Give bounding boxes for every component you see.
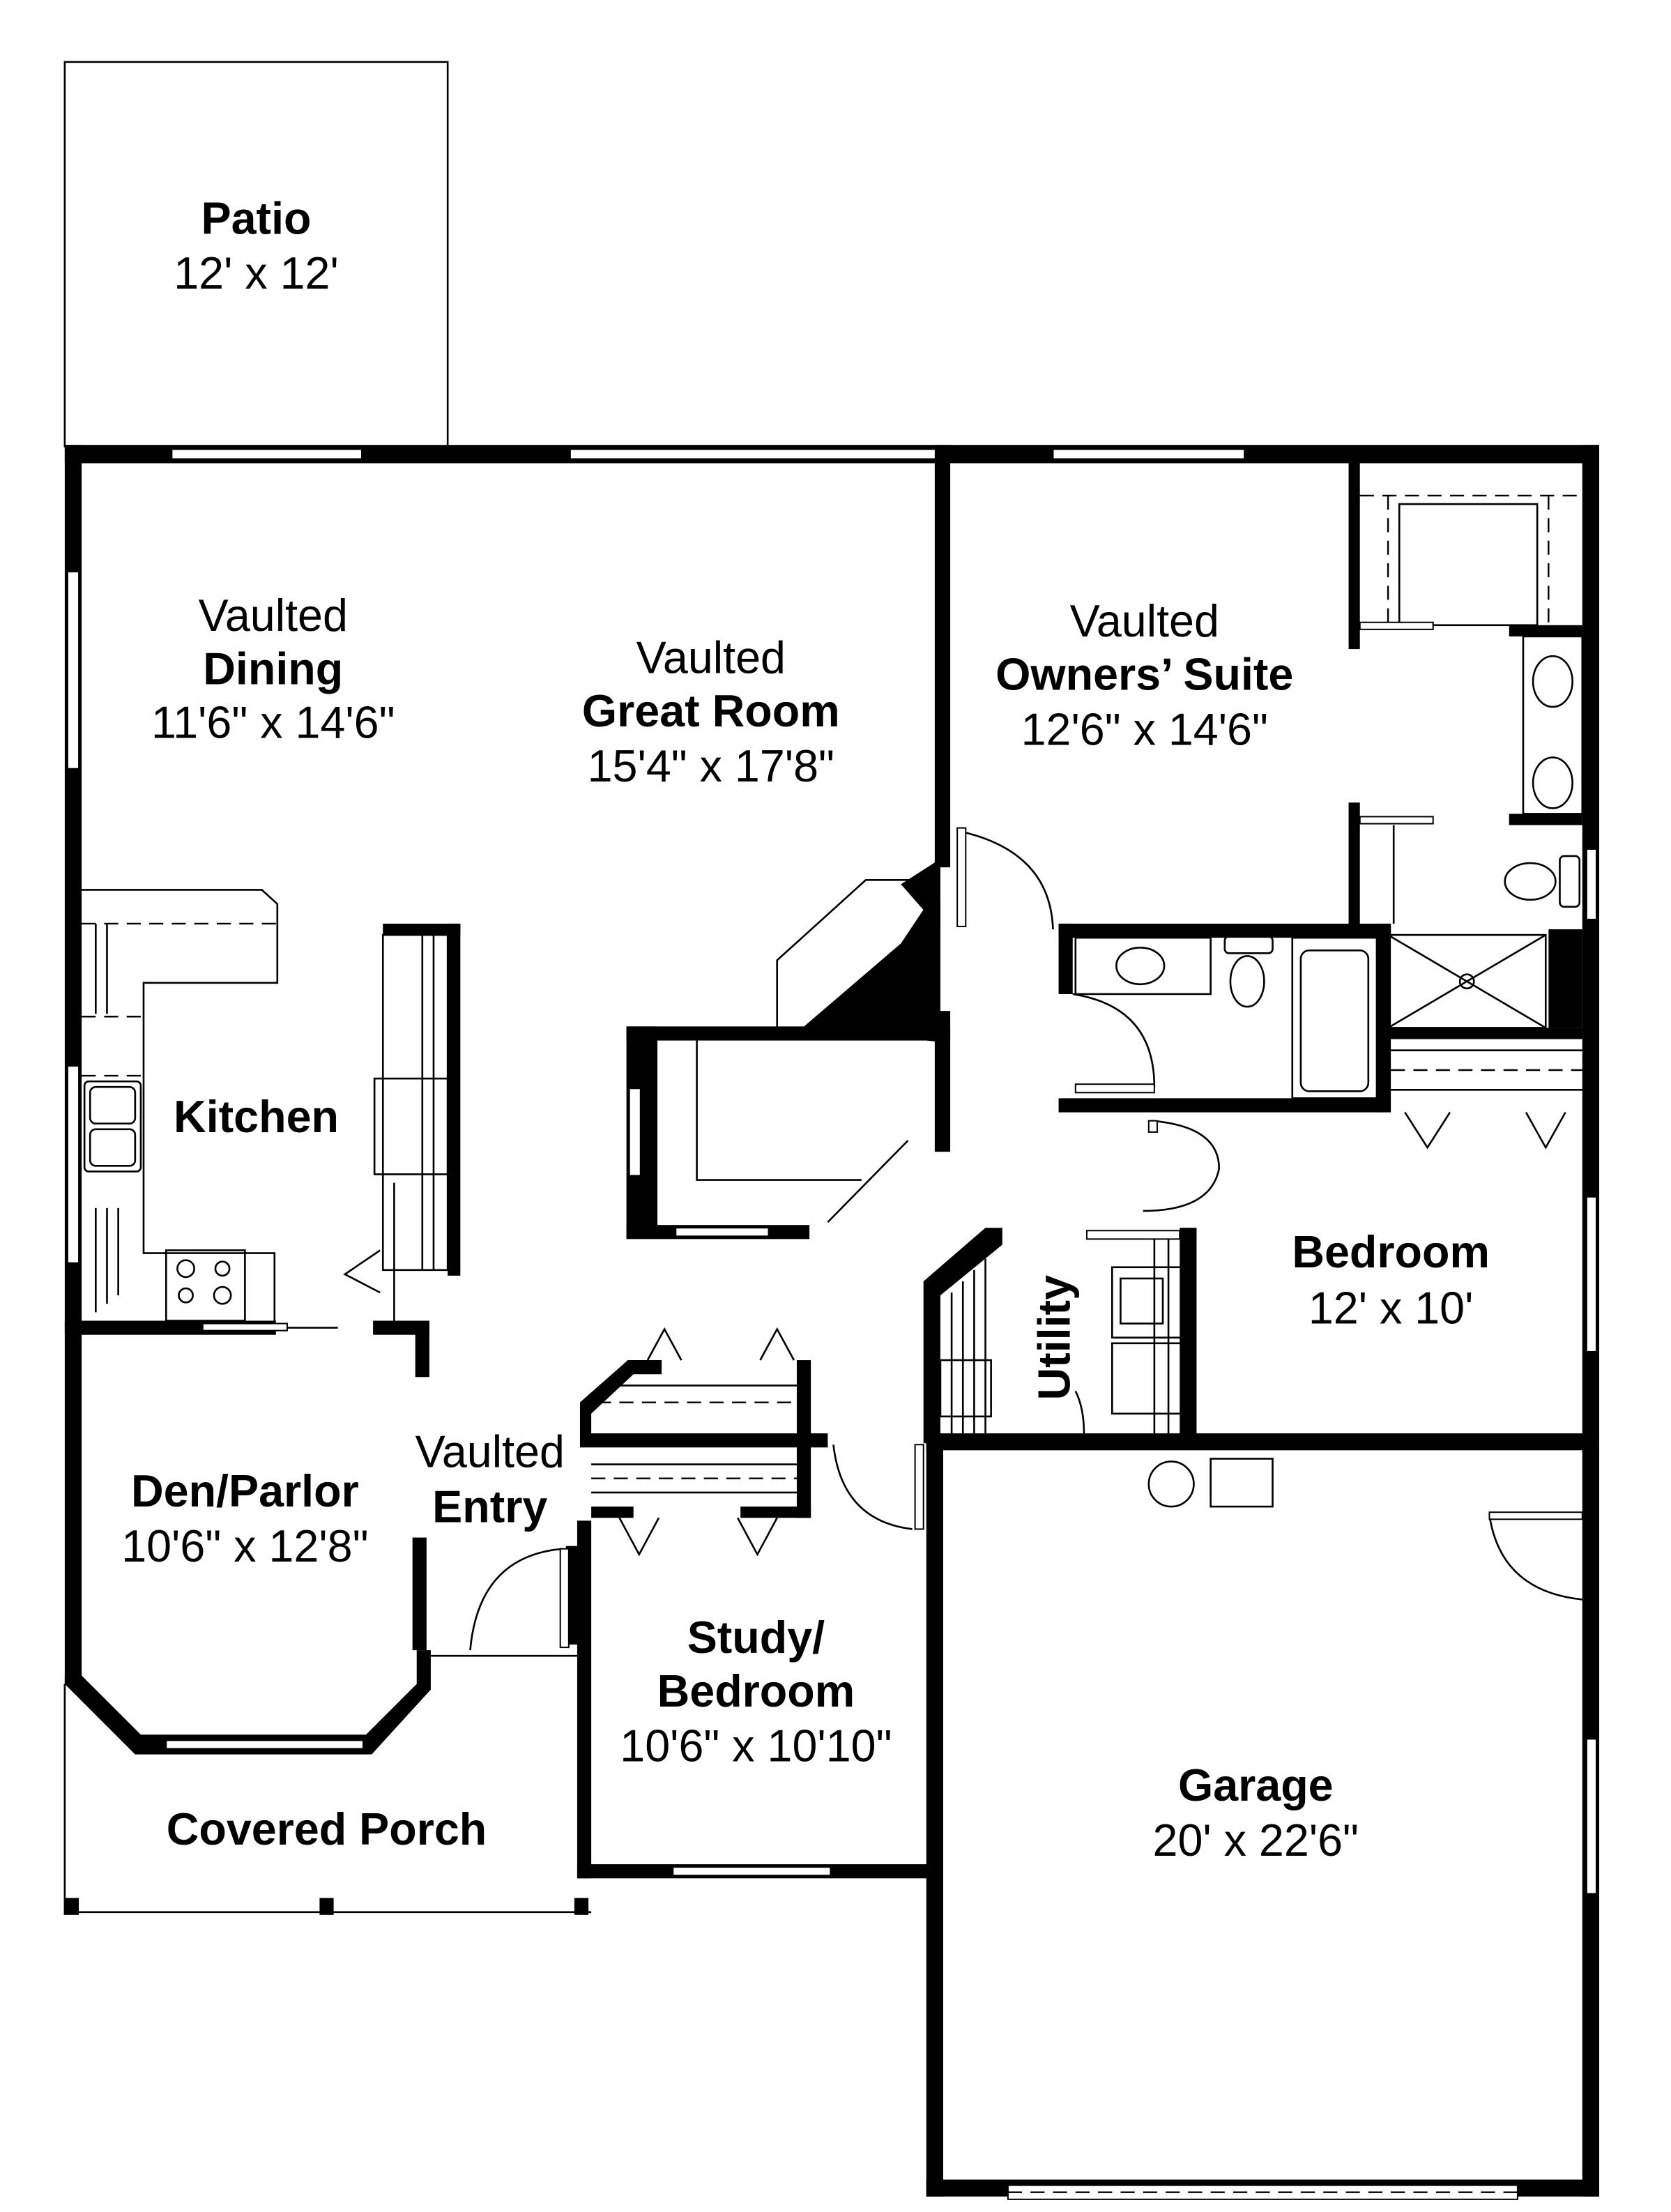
dryer-icon: [1111, 1342, 1184, 1415]
room-name-bedroom: Bedroom: [1292, 1227, 1490, 1277]
kitchen-cabinets: [82, 889, 449, 1324]
sink-icon: [83, 1080, 142, 1173]
room-name-great-room: Great Room: [582, 686, 840, 736]
closet-shelves: [591, 1385, 797, 1494]
washer-icon: [1111, 1266, 1184, 1339]
room-dims-garage: 20' x 22'6": [1153, 1815, 1359, 1866]
sink-icon: [1115, 946, 1166, 986]
room-dims-dining: 11'6" x 14'6": [151, 697, 395, 747]
bathtub-icon: [1291, 936, 1378, 1099]
door-swing-icon: [469, 827, 1583, 1651]
room-dims-bedroom: 12' x 10': [1308, 1283, 1474, 1334]
garage-door-icon: [1007, 2184, 1518, 2200]
covered-porch: [63, 1654, 592, 1915]
room-name-porch: Covered Porch: [167, 1804, 487, 1854]
room-dims-great-room: 15'4" x 17'8": [588, 741, 834, 791]
bifold-closet-door-icon: [618, 1111, 1566, 1557]
room-name-dining: Dining: [203, 644, 343, 694]
room-prefix-dining: Vaulted: [199, 590, 348, 641]
room-dims-study: 10'6" x 10'10": [620, 1721, 892, 1771]
toilet-icon: [1504, 855, 1581, 908]
range-icon: [165, 1249, 246, 1322]
room-dims-patio: 12' x 12': [174, 248, 339, 298]
room-prefix-owners-suite: Vaulted: [1070, 596, 1219, 646]
sink-icon: [1532, 655, 1573, 809]
room-dims-owners-suite: 12'6" x 14'6": [1021, 704, 1268, 754]
room-dims-den: 10'6" x 12'8": [121, 1521, 368, 1571]
door-swing-icon: [201, 1249, 381, 1332]
room-name-garage: Garage: [1178, 1760, 1334, 1810]
sink-icon: [939, 1359, 992, 1418]
room-prefix-entry: Vaulted: [415, 1427, 565, 1477]
toilet-icon: [1223, 935, 1274, 1008]
master-bath: [1359, 494, 1584, 1029]
room-prefix-great-room: Vaulted: [636, 632, 786, 682]
hall-bath: [1072, 935, 1378, 1099]
water-heater-icon: [1147, 1458, 1274, 1508]
window-icon: [66, 448, 1597, 1895]
closet: [1391, 1049, 1582, 1091]
room-name-owners-suite: Owners’ Suite: [995, 650, 1293, 700]
room-name-study-line2: Bedroom: [657, 1666, 855, 1716]
shower-icon: [1387, 933, 1547, 1029]
room-name-patio: Patio: [201, 193, 312, 243]
utility-fixtures: [939, 1230, 1184, 1434]
fireplace-icon: [628, 879, 935, 1237]
room-name-kitchen: Kitchen: [174, 1092, 339, 1142]
room-name-den: Den/Parlor: [131, 1466, 359, 1516]
room-name-entry: Entry: [432, 1481, 547, 1532]
room-name-study-line1: Study/: [687, 1612, 825, 1663]
room-name-utility: Utility: [1030, 1275, 1080, 1401]
